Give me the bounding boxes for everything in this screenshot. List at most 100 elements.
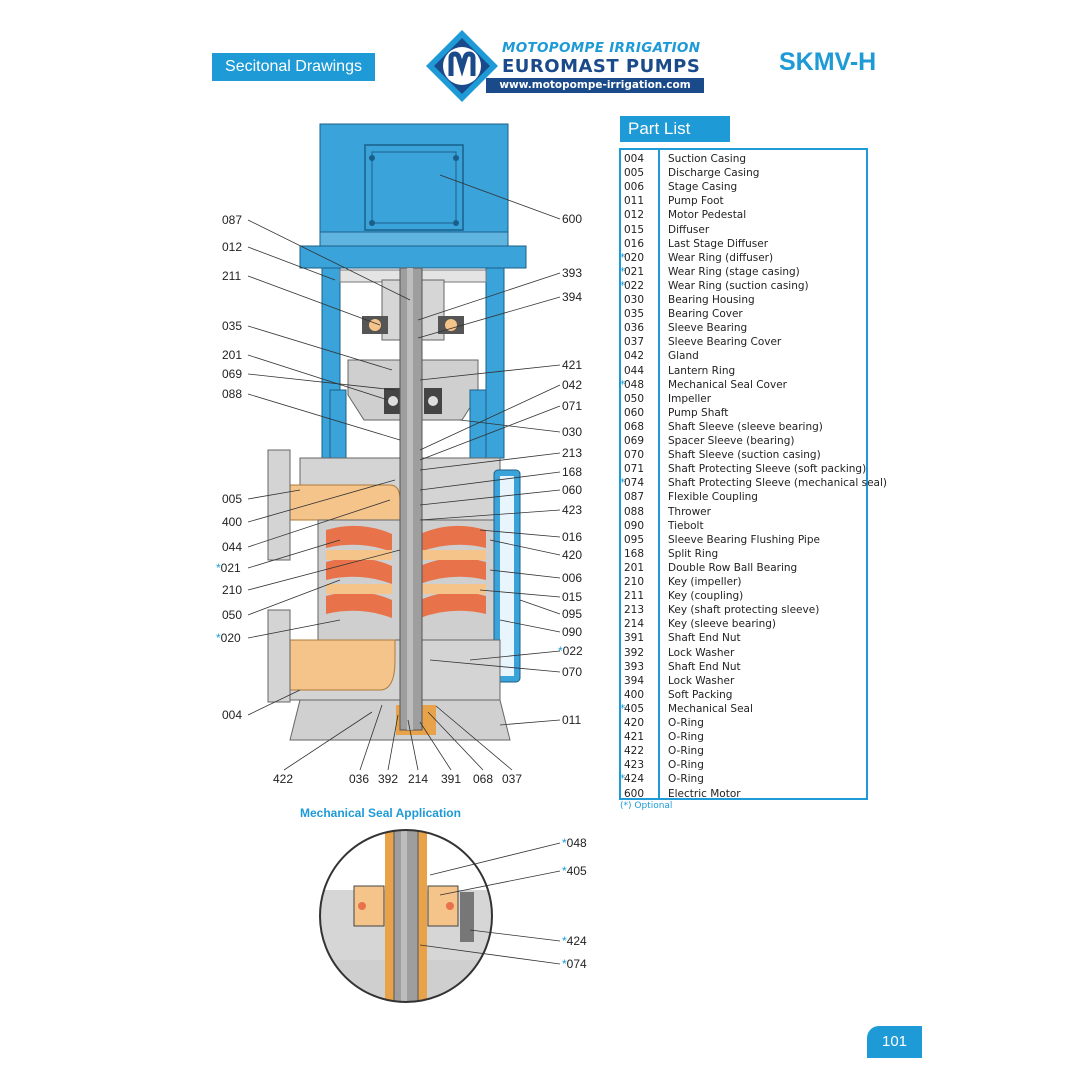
callout-210: 210: [222, 583, 243, 597]
part-code: 423: [624, 759, 645, 772]
part-list-row: 036 Sleeve Bearing: [621, 321, 866, 335]
part-name: Sleeve Bearing: [668, 322, 748, 335]
brand-logo-icon: [426, 30, 498, 102]
part-name: O-Ring: [668, 745, 704, 758]
model-title: SKMV-H: [779, 48, 877, 76]
part-name: Shaft Sleeve (suction casing): [668, 449, 821, 462]
part-name: Mechanical Seal Cover: [668, 378, 787, 391]
callout-021: *021: [216, 561, 241, 575]
part-code: 011: [624, 195, 645, 208]
callout-044: 044: [222, 540, 243, 554]
callout-011: 011: [562, 713, 582, 727]
callout-393: 393: [562, 266, 583, 280]
part-list-row: 060 Pump Shaft: [621, 406, 866, 420]
part-name: Mechanical Seal: [668, 702, 753, 715]
part-name: Diffuser: [668, 223, 710, 236]
part-code: 400: [624, 688, 645, 701]
part-name: Thrower: [668, 505, 711, 518]
callout-420: 420: [562, 548, 583, 562]
part-code: 070: [624, 449, 645, 462]
part-code: 015: [624, 223, 645, 236]
part-code: 211: [624, 590, 645, 603]
section-label: Secitonal Drawings: [212, 53, 375, 81]
callout-030: 030: [562, 425, 583, 439]
part-code: 035: [624, 308, 645, 321]
optional-marker: *: [620, 702, 626, 715]
callout-012: 012: [222, 240, 243, 254]
callout-214: 214: [408, 772, 429, 786]
part-code: 405: [624, 702, 645, 715]
part-code: 095: [624, 533, 645, 546]
part-code: 030: [624, 294, 645, 306]
part-name: Double Row Ball Bearing: [668, 561, 798, 574]
part-code: 037: [624, 336, 645, 349]
callout-400: 400: [222, 515, 243, 529]
part-list-divider: [658, 150, 660, 798]
part-code: 074: [624, 477, 645, 490]
part-code: 068: [624, 420, 645, 433]
part-list-row: 423 O-Ring: [621, 758, 866, 772]
part-code: 021: [624, 265, 645, 278]
brand-url[interactable]: www.motopompe-irrigation.com: [486, 78, 704, 93]
part-code: 042: [624, 350, 645, 363]
part-code: 022: [624, 279, 645, 292]
page-number: 101: [867, 1026, 922, 1058]
part-name: Split Ring: [668, 547, 719, 560]
part-code: 012: [624, 209, 645, 222]
callout-070: 070: [562, 665, 583, 679]
part-code: 214: [624, 618, 645, 631]
optional-marker: *: [620, 378, 626, 391]
callout-405: *405: [562, 864, 587, 878]
callout-037: 037: [502, 772, 523, 786]
part-name: Motor Pedestal: [668, 209, 747, 222]
part-name: Wear Ring (diffuser): [668, 251, 774, 264]
part-list-row: 012 Motor Pedestal: [621, 208, 866, 222]
callout-213: 213: [562, 446, 583, 460]
callout-424: *424: [562, 934, 587, 948]
callout-005: 005: [222, 492, 243, 506]
callout-035: 035: [222, 319, 243, 333]
callout-050: 050: [222, 608, 243, 622]
part-code: 421: [624, 731, 645, 744]
callout-088: 088: [222, 387, 243, 401]
part-name: Key (impeller): [668, 576, 742, 588]
callout-016: 016: [562, 530, 583, 544]
callout-201: 201: [222, 348, 243, 362]
part-code: 020: [624, 251, 645, 264]
part-code: 036: [624, 322, 645, 335]
callout-600: 600: [562, 212, 583, 226]
callout-211: 211: [222, 269, 242, 283]
part-code: 392: [624, 646, 645, 659]
part-name: Spacer Sleeve (bearing): [668, 435, 795, 447]
part-name: O-Ring: [668, 759, 704, 772]
callout-087: 087: [222, 213, 243, 227]
part-list-row: 070 Shaft Sleeve (suction casing): [621, 448, 866, 462]
part-code: 060: [624, 406, 645, 419]
part-code: 210: [624, 576, 645, 588]
callout-095: 095: [562, 607, 583, 621]
part-code: 420: [624, 717, 645, 729]
part-code: 391: [624, 632, 645, 645]
part-name: Pump Shaft: [668, 406, 729, 419]
part-name: Pump Foot: [668, 195, 724, 208]
